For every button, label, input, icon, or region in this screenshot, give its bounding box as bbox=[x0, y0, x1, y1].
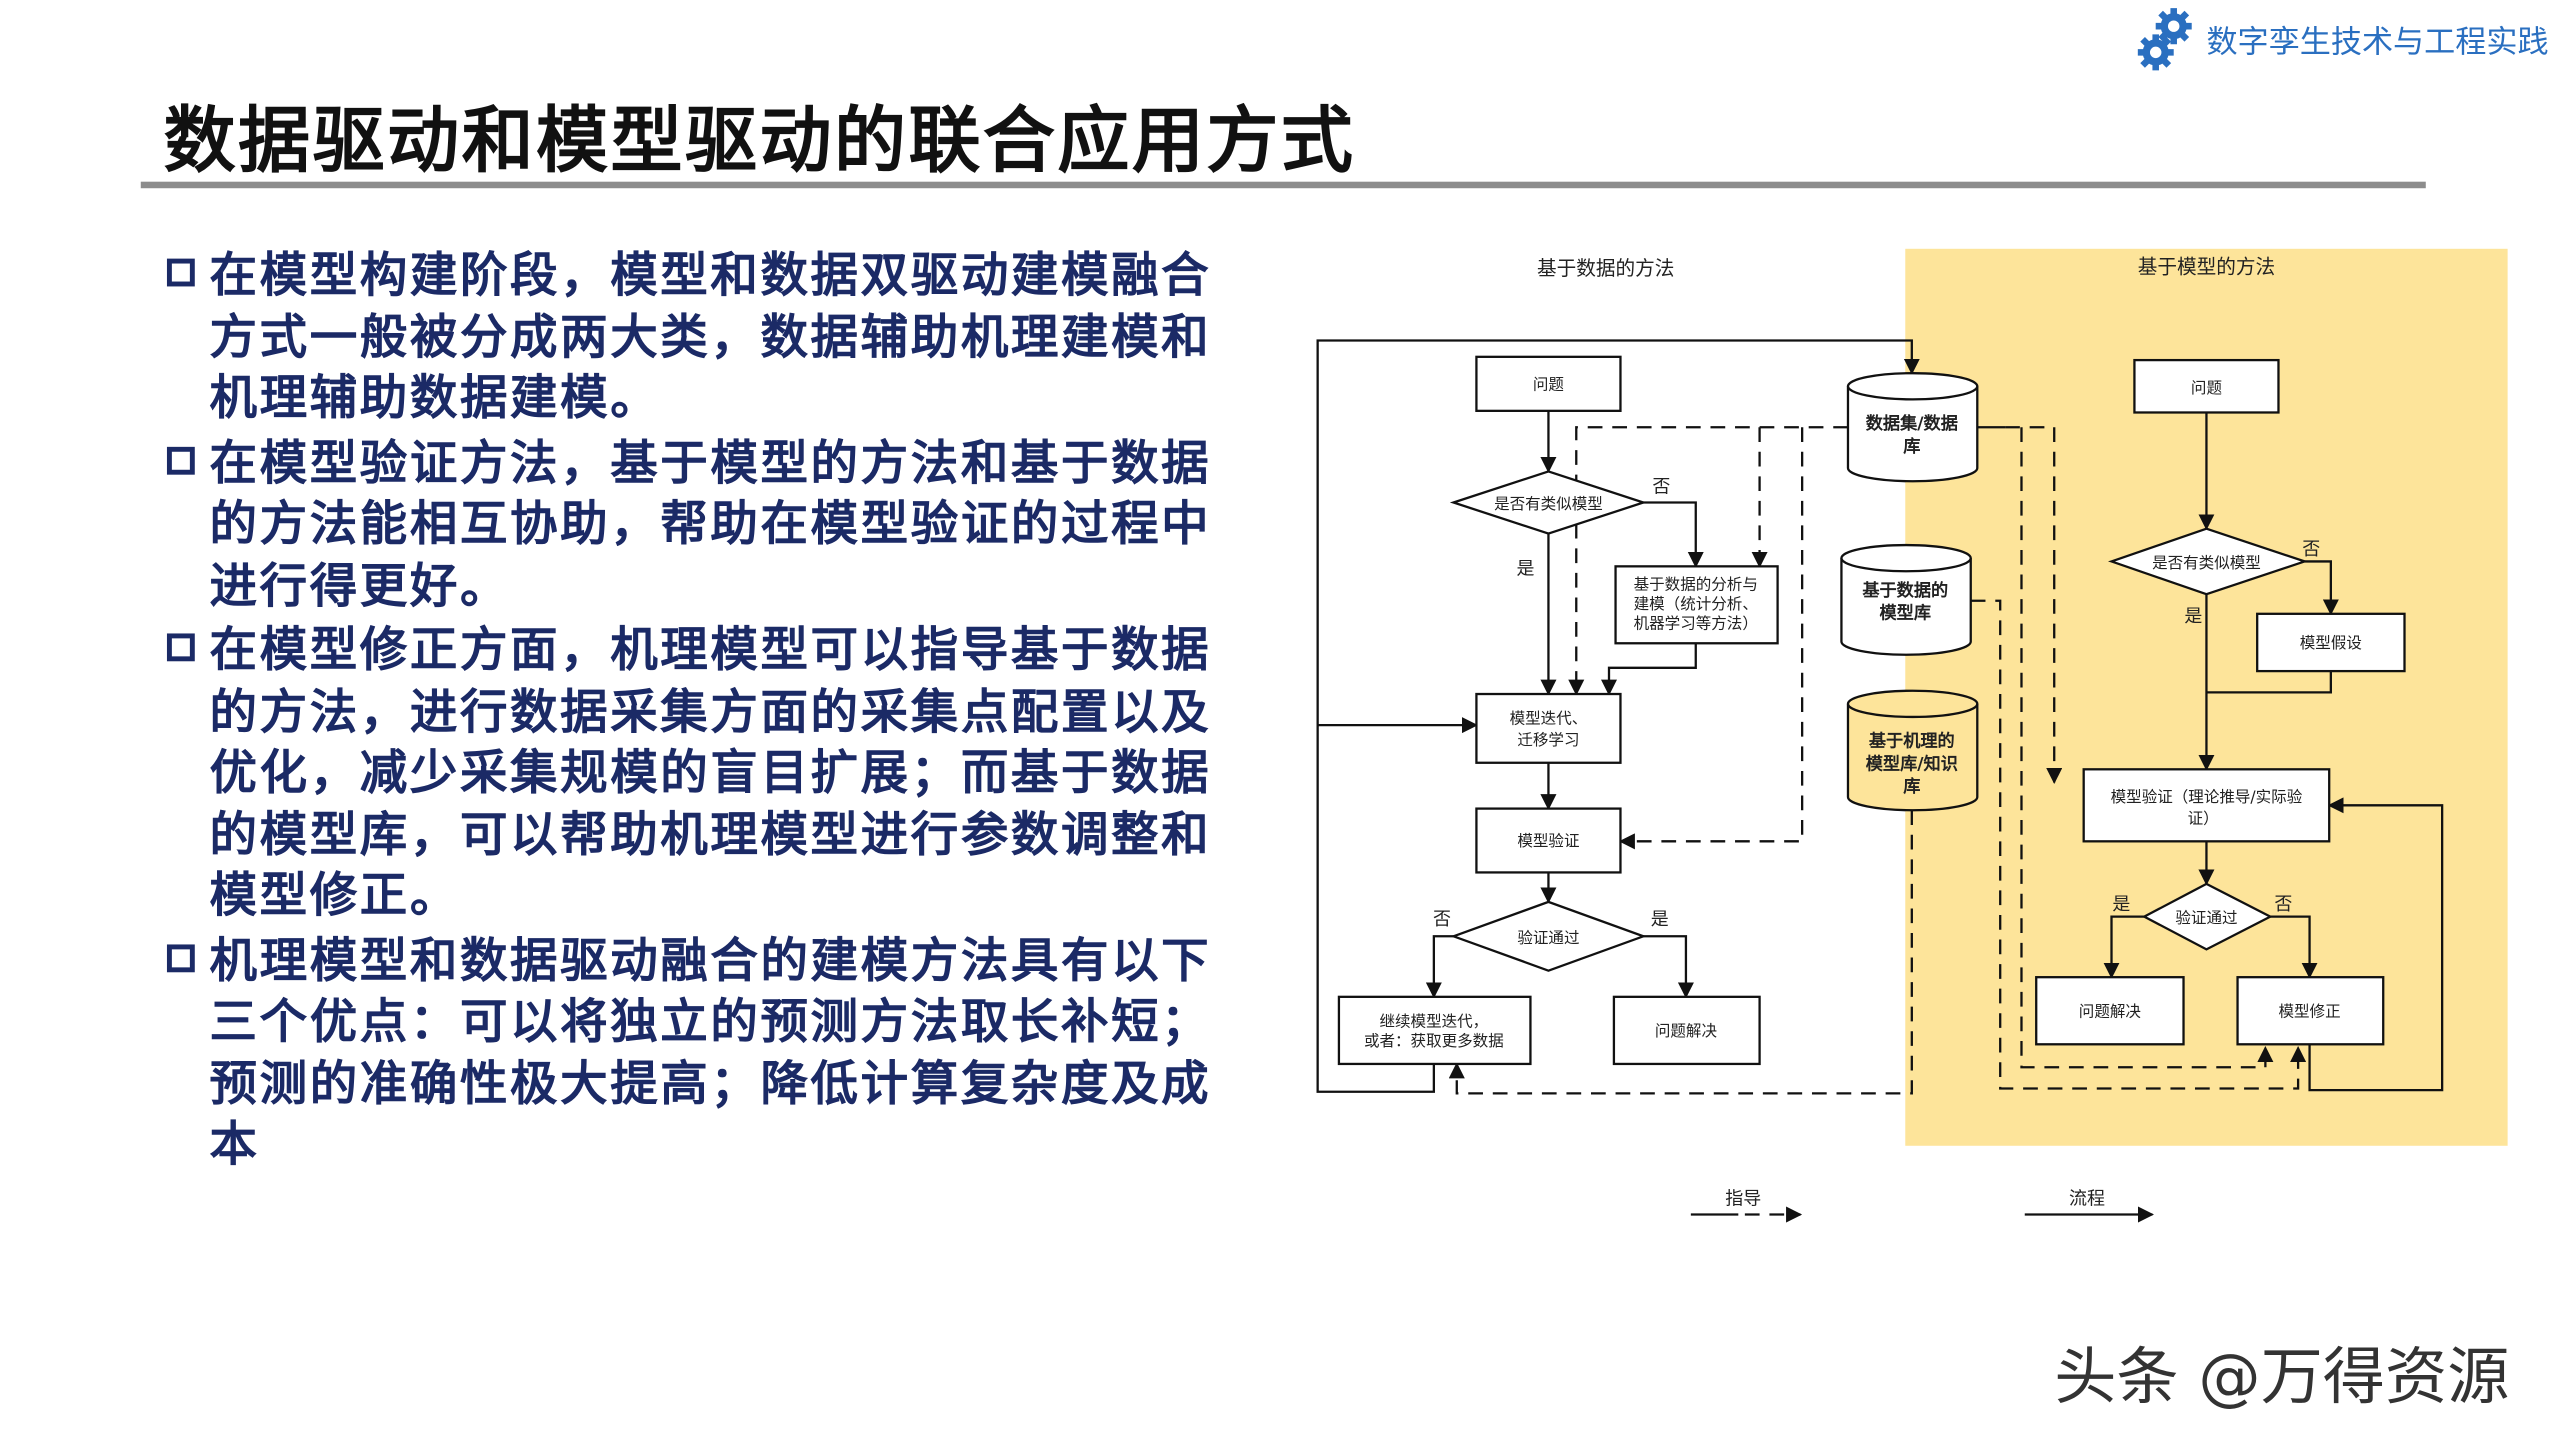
left-no-label: 否 bbox=[1433, 909, 1451, 930]
right-passed-decision: 验证通过 bbox=[2175, 909, 2237, 927]
bullet-line: 本 bbox=[209, 1116, 260, 1172]
page-title: 数据驱动和模型驱动的联合应用方式 bbox=[163, 99, 1356, 184]
bullet-item: 在模型验证方法，基于模型的方法和基于数据的方法能相互协助，帮助在模型验证的过程中… bbox=[164, 433, 1244, 617]
left-no-label: 否 bbox=[1652, 477, 1670, 498]
database-cylinders bbox=[1840, 372, 1979, 812]
right-similar-model-decision: 是否有类似模型 bbox=[2152, 554, 2261, 572]
model-assumption-node: 模型假设 bbox=[2300, 634, 2362, 652]
bullet-line: 优化，减少采集规模的盲目扩展；而基于数据 bbox=[209, 744, 1212, 801]
left-passed-decision: 验证通过 bbox=[1517, 929, 1579, 947]
right-yes-label: 是 bbox=[2184, 606, 2202, 627]
title-divider bbox=[140, 181, 2426, 189]
bullet-line: 的方法能相互协助，帮助在模型验证的过程中 bbox=[209, 495, 1212, 552]
mechanism-model-store: 库 bbox=[1903, 776, 1920, 797]
data-model-store: 模型库 bbox=[1880, 603, 1932, 624]
bullet-line: 三个优点：可以将独立的预测方法取长补短； bbox=[209, 993, 1212, 1050]
iterate-node: 模型迭代、 bbox=[1510, 709, 1588, 727]
bullet-item: 在模型修正方面，机理模型可以指导基于数据的方法，进行数据采集方面的采集点配置以及… bbox=[164, 620, 1244, 927]
data-analysis-node: 基于数据的分析与 bbox=[1634, 575, 1758, 593]
bullet-line: 进行得更好。 bbox=[209, 557, 511, 613]
watermark: 头条 @万得资源 bbox=[2054, 1340, 2510, 1413]
square-bullet-icon bbox=[166, 446, 195, 474]
bullet-line: 在模型验证方法，基于模型的方法和基于数据 bbox=[209, 434, 1212, 491]
right-no-label: 否 bbox=[2302, 539, 2320, 560]
bullet-item: 在模型构建阶段，模型和数据双驱动建模融合方式一般被分成两大类，数据辅助机理建模和… bbox=[164, 246, 1244, 430]
dataset-store: 库 bbox=[1903, 436, 1920, 457]
data-analysis-node: 机器学习等方法） bbox=[1634, 615, 1758, 633]
bullet-line: 方式一般被分成两大类，数据辅助机理建模和 bbox=[209, 308, 1212, 365]
left-yes-label: 是 bbox=[1651, 909, 1669, 930]
solid-connectors bbox=[1316, 339, 2444, 1223]
data-analysis-node: 建模（统计分析、 bbox=[1634, 595, 1758, 613]
data-model-store: 基于数据的 bbox=[1861, 580, 1948, 601]
mechanism-model-store: 模型库/知识 bbox=[1866, 753, 1958, 774]
bullet-line: 的模型库，可以帮助机理模型进行参数调整和 bbox=[209, 806, 1212, 862]
continue-node: 或者：获取更多数据 bbox=[1364, 1032, 1504, 1050]
left-solved-node: 问题解决 bbox=[1655, 1022, 1718, 1040]
legend-flow-label: 流程 bbox=[2069, 1189, 2105, 1210]
bullet-line: 预测的准确性极大提高；降低计算复杂度及成 bbox=[209, 1054, 1212, 1111]
bullet-line: 机理模型和数据驱动融合的建模方法具有以下 bbox=[209, 932, 1212, 988]
right-validate-node: 证） bbox=[2188, 809, 2219, 827]
bullet-line: 在模型构建阶段，模型和数据双驱动建模融合 bbox=[209, 247, 1212, 303]
left-section-title: 基于数据的方法 bbox=[1537, 257, 1674, 280]
dashed-guide-connectors bbox=[1448, 426, 2307, 1223]
right-solved-node: 问题解决 bbox=[2079, 1002, 2142, 1020]
legend-guide-label: 指导 bbox=[1725, 1189, 1761, 1210]
right-section-title: 基于模型的方法 bbox=[2138, 255, 2275, 278]
square-bullet-icon bbox=[166, 943, 195, 972]
left-nodes bbox=[1337, 355, 1779, 1066]
bullet-item: 机理模型和数据驱动融合的建模方法具有以下三个优点：可以将独立的预测方法取长补短；… bbox=[164, 931, 1244, 1177]
dataset-store: 数据集/数据 bbox=[1866, 413, 1958, 434]
model-correction-node: 模型修正 bbox=[2278, 1002, 2340, 1020]
right-validate-node: 模型验证（理论推导/实际验 bbox=[2111, 788, 2303, 806]
right-no-label: 否 bbox=[2274, 894, 2292, 915]
bullet-line: 机理辅助数据建模。 bbox=[209, 369, 661, 426]
bullet-line: 在模型修正方面，机理模型可以指导基于数据 bbox=[209, 621, 1212, 678]
left-problem-node: 问题 bbox=[1533, 376, 1564, 394]
right-yes-label: 是 bbox=[2112, 894, 2130, 915]
brand-logo: 数字孪生技术与工程实践 bbox=[2137, 7, 2549, 72]
left-yes-label: 是 bbox=[1517, 559, 1535, 580]
bullet-line: 的方法，进行数据采集方面的采集点配置以及 bbox=[209, 683, 1212, 740]
right-problem-node: 问题 bbox=[2191, 379, 2222, 397]
right-nodes bbox=[2035, 358, 2406, 1046]
left-similar-model-decision: 是否有类似模型 bbox=[1494, 495, 1603, 513]
left-validate-node: 模型验证 bbox=[1517, 832, 1579, 850]
iterate-node: 迁移学习 bbox=[1517, 731, 1579, 749]
brand-name: 数字孪生技术与工程实践 bbox=[2206, 23, 2549, 60]
bullet-line: 模型修正。 bbox=[209, 867, 460, 924]
mechanism-model-store: 基于机理的 bbox=[1868, 730, 1955, 751]
square-bullet-icon bbox=[166, 258, 195, 287]
continue-node: 继续模型迭代， bbox=[1379, 1012, 1488, 1030]
bullet-list: 在模型构建阶段，模型和数据双驱动建模融合方式一般被分成两大类，数据辅助机理建模和… bbox=[164, 246, 1244, 1180]
square-bullet-icon bbox=[166, 633, 195, 662]
gears-icon bbox=[2137, 8, 2192, 71]
